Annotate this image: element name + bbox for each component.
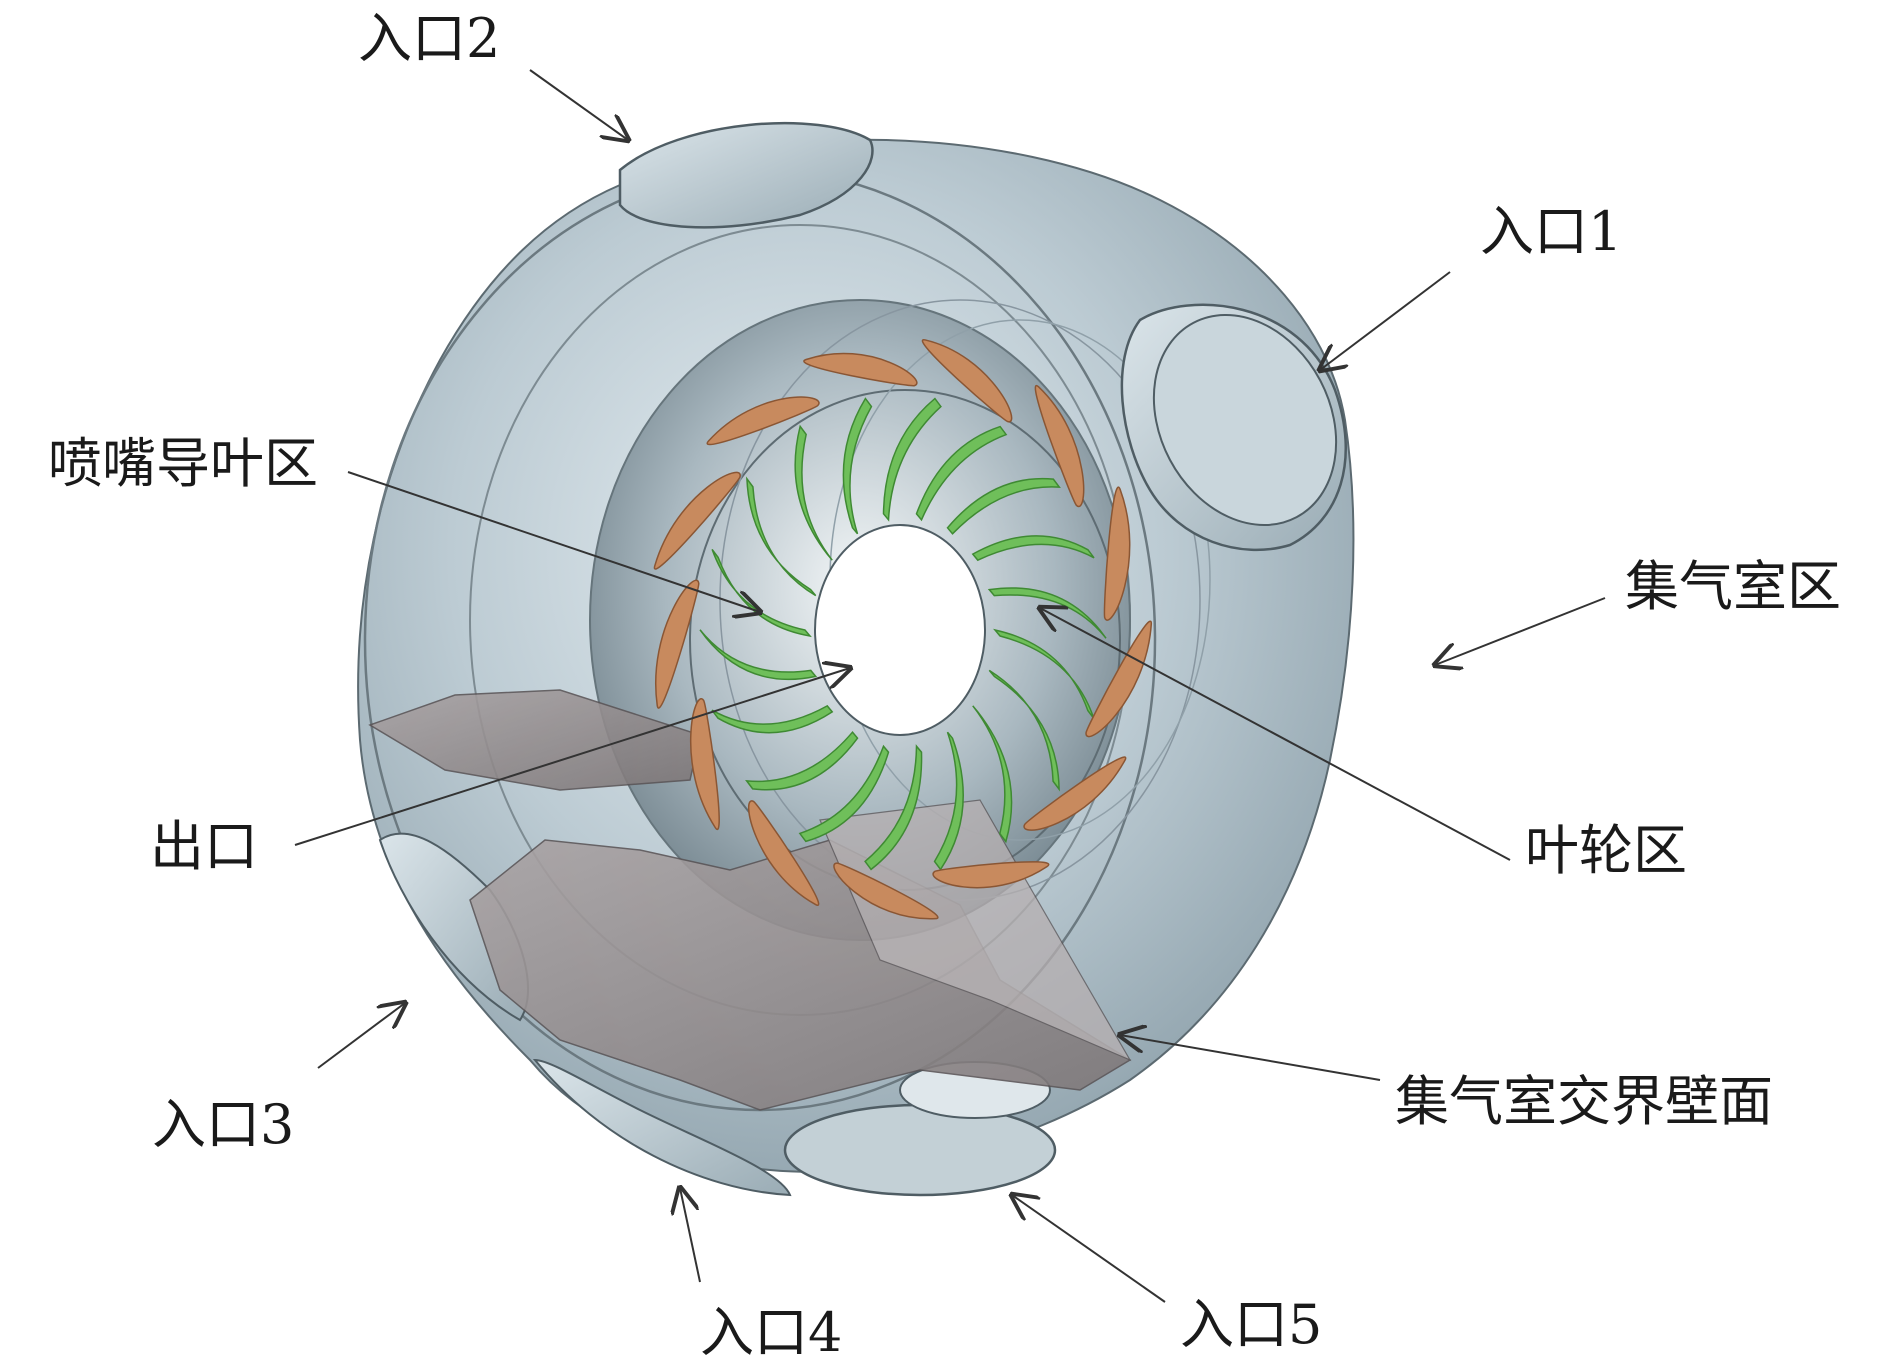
impeller-blade — [971, 535, 1095, 562]
nozzle-guide-vanes — [654, 339, 1153, 920]
impeller-blade — [988, 669, 1060, 792]
nozzle-vane — [1034, 385, 1085, 508]
label-plenum-zone: 集气室区 — [1625, 555, 1841, 618]
label-inlet5: 入口5 — [1180, 1293, 1323, 1356]
leader-outlet — [294, 668, 850, 846]
leader-inlet1 — [1320, 271, 1451, 370]
inlet1-port-face — [1152, 313, 1338, 527]
leader-plenum-zone — [1435, 597, 1606, 665]
nozzle-vane — [921, 339, 1013, 423]
label-inlet1: 入口1 — [1480, 200, 1623, 263]
leader-impeller-zone — [1040, 608, 1511, 861]
nozzle-vane — [690, 697, 720, 831]
label-inlet2: 入口2 — [358, 7, 501, 70]
leader-inlet3 — [317, 1003, 405, 1069]
impeller-blade — [746, 476, 817, 597]
impeller-hub-opening — [814, 524, 986, 736]
impeller-blade — [842, 397, 873, 535]
impeller-blade — [915, 425, 1008, 522]
label-inlet3: 入口3 — [152, 1093, 295, 1156]
leader-interface-wall — [1120, 1035, 1381, 1081]
label-outlet: 出口 — [150, 815, 258, 878]
leader-nozzle-vane-zone — [347, 471, 760, 612]
interface-wall-center — [819, 799, 1132, 1062]
inlet4-port — [532, 1058, 792, 1197]
impeller-blades — [699, 397, 1107, 871]
impeller-blade — [745, 731, 859, 791]
impeller-blade — [987, 587, 1107, 639]
nozzle-vane — [932, 861, 1050, 889]
impeller-blade — [699, 629, 818, 681]
label-inlet4: 入口4 — [700, 1301, 843, 1364]
leader-inlet5 — [1012, 1195, 1166, 1303]
nozzle-vane — [1085, 620, 1153, 738]
nozzle-vane — [654, 471, 741, 570]
nozzle-vane — [747, 800, 820, 906]
leader-inlet4 — [680, 1188, 701, 1283]
label-impeller-zone: 叶轮区 — [1525, 819, 1687, 882]
nozzle-vane — [655, 579, 700, 709]
inlet-ports — [378, 121, 1348, 1197]
label-plenum-interface-wall: 集气室交界壁面 — [1395, 1070, 1773, 1133]
inlet2-port — [618, 121, 874, 229]
impeller-blade — [711, 704, 834, 734]
nozzle-vane — [833, 862, 939, 920]
nozzle-vane — [706, 396, 820, 446]
impeller-blade — [864, 744, 923, 871]
impeller-blade — [794, 424, 833, 561]
leader-inlet2 — [529, 69, 628, 140]
impeller-blade — [798, 744, 890, 843]
label-nozzle-vane-zone: 喷嘴导叶区 — [48, 432, 318, 495]
plenum-interface-walls — [368, 689, 1132, 1111]
nozzle-vane — [1023, 756, 1127, 831]
nozzle-vane — [1103, 486, 1131, 621]
inlet5-port-face — [783, 1103, 1057, 1197]
nozzle-vane — [803, 352, 918, 387]
impeller-blade — [946, 477, 1061, 535]
leader-lines — [294, 69, 1606, 1303]
impeller-blade — [882, 397, 942, 522]
impeller-blade — [972, 705, 1013, 844]
